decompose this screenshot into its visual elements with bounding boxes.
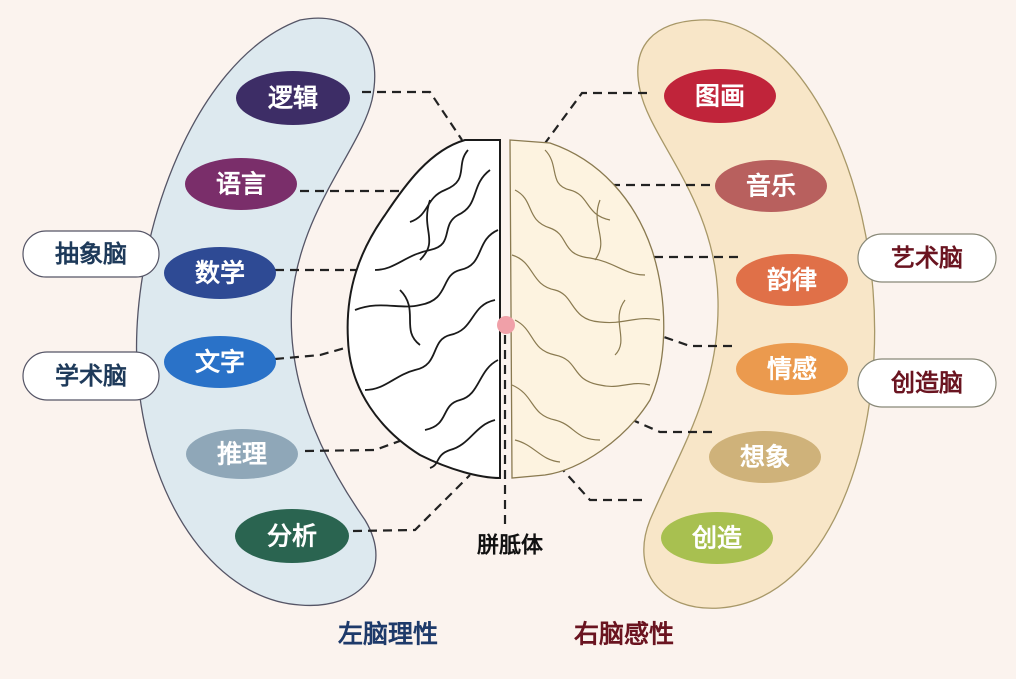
corpus-callosum-marker — [497, 316, 515, 334]
item-label: 推理 — [217, 440, 267, 469]
left-item-text: 文字 — [164, 336, 276, 388]
item-label: 数学 — [195, 259, 245, 288]
left-brain-title: 左脑理性 — [338, 620, 438, 649]
right-item-creation: 创造 — [661, 512, 773, 564]
left-item-language: 语言 — [185, 158, 297, 210]
item-label: 分析 — [267, 522, 317, 551]
left-item-analysis: 分析 — [235, 509, 349, 563]
connector-analysis — [352, 474, 471, 533]
category-creative-brain: 创造脑 — [857, 358, 997, 408]
left-item-logic: 逻辑 — [236, 71, 350, 125]
category-label: 抽象脑 — [55, 240, 127, 268]
category-art-brain: 艺术脑 — [857, 233, 997, 283]
corpus-callosum-label: 胼胝体 — [477, 533, 544, 559]
category-label: 艺术脑 — [891, 244, 963, 272]
right-hemisphere — [509, 139, 665, 479]
left-item-math: 数学 — [164, 247, 276, 299]
category-abstract-brain: 抽象脑 — [22, 230, 160, 278]
item-label: 想象 — [740, 443, 790, 472]
connector-text — [274, 325, 421, 361]
item-label: 韵律 — [767, 266, 817, 295]
item-label: 创造 — [691, 524, 742, 553]
right-item-rhythm: 韵律 — [736, 254, 848, 306]
category-label: 学术脑 — [55, 362, 127, 390]
right-brain-title: 右脑感性 — [574, 620, 674, 649]
category-academic-brain: 学术脑 — [22, 351, 160, 401]
connector-drawing — [539, 91, 647, 151]
item-label: 逻辑 — [268, 84, 318, 113]
left-hemisphere — [346, 139, 501, 480]
item-label: 文字 — [195, 348, 245, 377]
item-label: 音乐 — [746, 172, 796, 201]
connector-logic — [362, 90, 463, 141]
left-item-reasoning: 推理 — [186, 429, 298, 479]
item-label: 语言 — [216, 170, 266, 199]
item-label: 图画 — [695, 82, 745, 111]
right-item-emotion: 情感 — [736, 343, 848, 395]
right-item-music: 音乐 — [715, 160, 827, 212]
item-label: 情感 — [767, 355, 817, 384]
right-item-drawing: 图画 — [664, 69, 776, 123]
category-label: 创造脑 — [890, 369, 963, 397]
right-item-imagination: 想象 — [709, 431, 821, 483]
